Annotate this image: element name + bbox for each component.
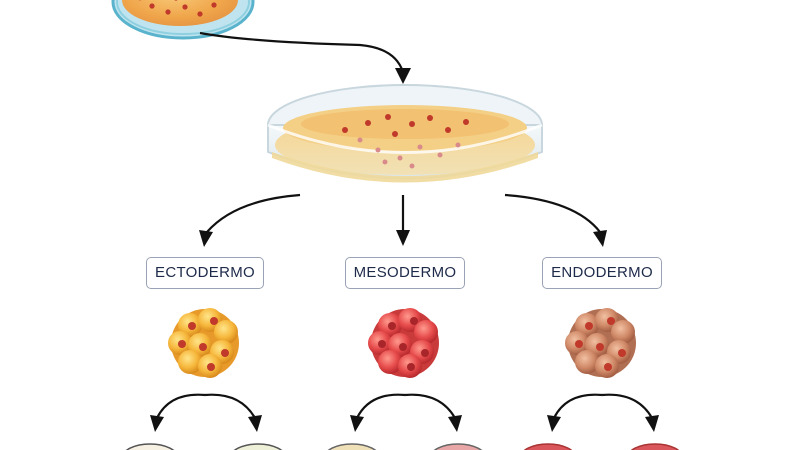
arrow-icon	[504, 193, 607, 247]
arrow-icon	[547, 393, 659, 432]
arrow-icon	[396, 195, 410, 246]
arrow-icon	[150, 393, 262, 432]
cell-cluster-icon	[565, 308, 636, 378]
arrow-icon	[199, 31, 411, 84]
mesoderm-label: MESODERMO	[345, 257, 465, 289]
blastocyst-icon	[111, 0, 255, 40]
petri-dish-icon	[267, 84, 543, 183]
endoderm-label: ENDODERMO	[542, 257, 662, 289]
ectoderm-label: ECTODERMO	[146, 257, 264, 289]
cell-cluster-icon	[168, 308, 239, 378]
differentiated-cell-icon	[125, 443, 680, 450]
cell-cluster-icon	[368, 308, 439, 378]
arrow-icon	[350, 393, 462, 432]
arrow-icon	[199, 193, 301, 247]
